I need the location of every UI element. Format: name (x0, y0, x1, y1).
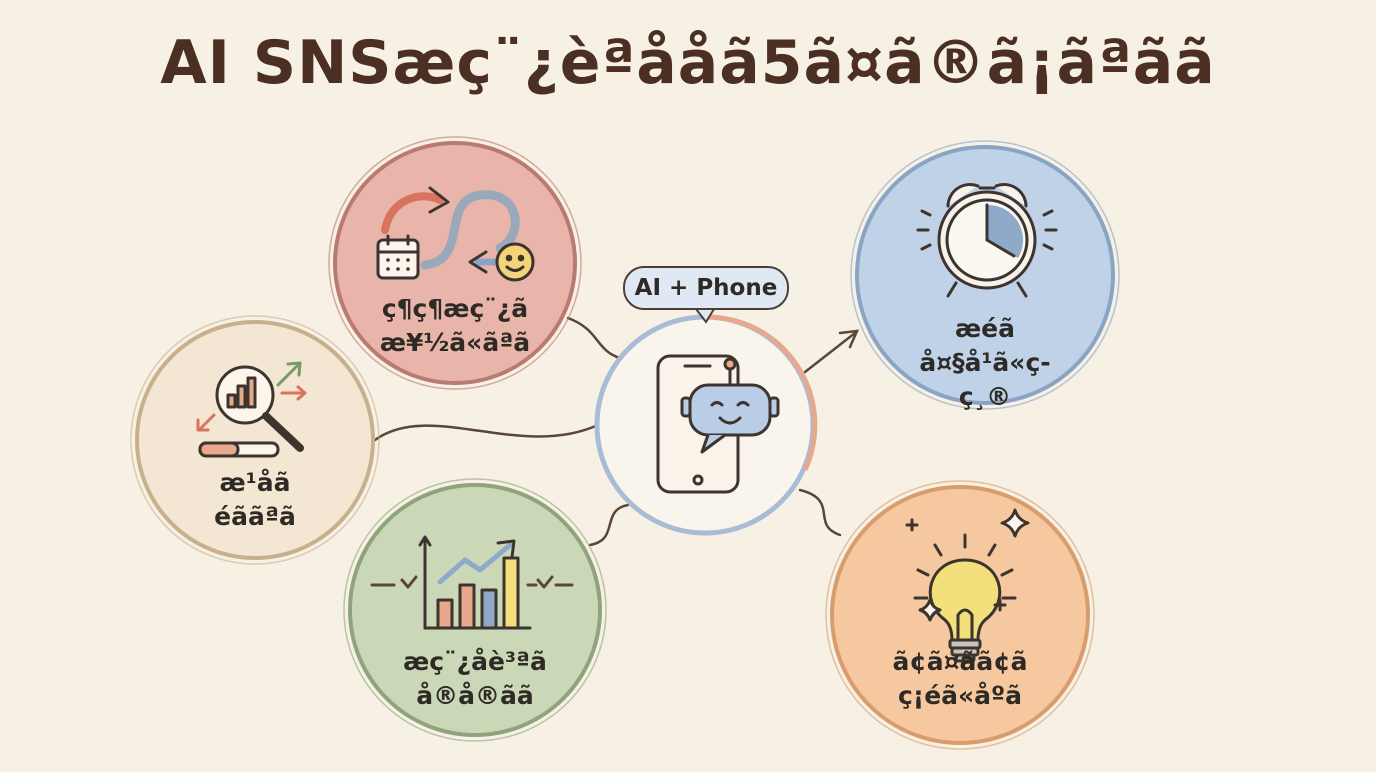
benefit-label-line2: å¤§å¹ã«ç­ç¸® (919, 348, 1051, 411)
benefit-label-time: æéã å¤§å¹ã«ç­ç¸® (905, 312, 1065, 414)
hub-tag: AI + Phone (634, 275, 778, 301)
circle-improve (130, 315, 380, 565)
connector-time (803, 331, 857, 374)
magnifier-chart-icon (196, 361, 307, 458)
benefit-label-line1: æ¹åã (219, 468, 291, 497)
connector-continuous (566, 316, 622, 360)
alarm-clock-icon (916, 183, 1058, 298)
lightbulb-icon (905, 508, 1030, 663)
benefit-label-line2: æ¥½ã«ãªã (379, 328, 531, 357)
page-title: AI SNSæç¨¿èªååã5ã¤ã®ã¡ãªãã (160, 28, 1216, 98)
benefit-label-improve: æ¹åã éããªã (175, 466, 335, 534)
benefit-label-line2: ç¡éã«åºã (897, 681, 1023, 710)
bar-chart-rising-icon (370, 535, 574, 630)
connector-quality (588, 503, 630, 547)
connectors (373, 316, 860, 547)
hub-tag-bubble (623, 266, 789, 324)
benefit-label-line2: éããªã (214, 502, 296, 531)
arrowhead-time (838, 329, 860, 349)
phone-robot-icon (656, 354, 780, 494)
benefit-label-ideas: ã¢ã¤ãã¢ã ç¡éã«åºã (870, 645, 1050, 713)
connector-ideas (798, 488, 842, 537)
benefit-label-line1: ç¶ç¶æç¨¿ã (381, 294, 529, 323)
connector-improve (373, 423, 600, 442)
benefit-label-line1: ã¢ã¤ãã¢ã (892, 647, 1028, 676)
calendar-loop-icon (376, 186, 535, 282)
benefit-label-line2: å®å®ãã (416, 681, 534, 710)
benefit-label-continuous: ç¶ç¶æç¨¿ã æ¥½ã«ãªã (375, 292, 535, 360)
benefit-label-line1: æéã (954, 314, 1016, 343)
benefit-label-quality: æç¨¿åè³ªã å®å®ãã (385, 645, 565, 713)
benefit-label-line1: æç¨¿åè³ªã (403, 647, 547, 676)
